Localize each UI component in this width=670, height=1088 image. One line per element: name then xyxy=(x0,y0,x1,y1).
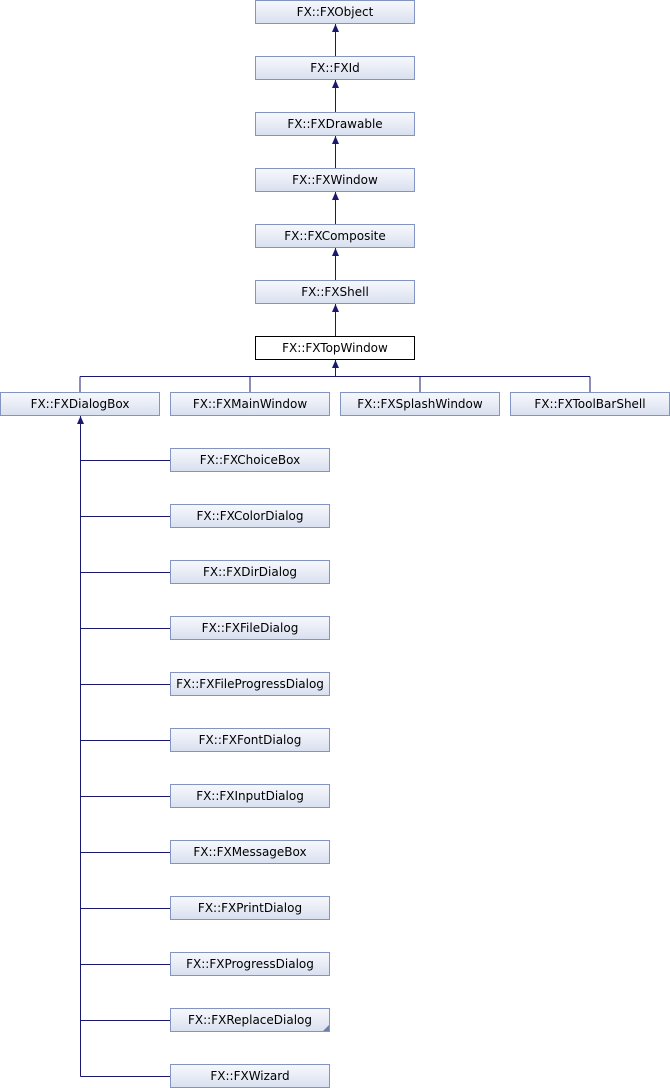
class-node-fxsplashwindow[interactable]: FX::FXSplashWindow xyxy=(340,392,500,416)
class-node-fxwindow[interactable]: FX::FXWindow xyxy=(255,168,415,192)
class-node-fxfiledialog[interactable]: FX::FXFileDialog xyxy=(170,616,330,640)
class-name-label: FX::FXPrintDialog xyxy=(197,901,303,915)
class-name-label: FX::FXToolBarShell xyxy=(534,397,646,411)
inheritance-arrowhead xyxy=(332,80,339,88)
inheritance-arrowhead xyxy=(332,304,339,312)
class-node-fxinputdialog[interactable]: FX::FXInputDialog xyxy=(170,784,330,808)
class-node-fxwizard[interactable]: FX::FXWizard xyxy=(170,1064,330,1088)
class-name-label: FX::FXObject xyxy=(296,5,374,19)
inheritance-arrowhead xyxy=(332,360,339,368)
class-name-label: FX::FXChoiceBox xyxy=(199,453,301,467)
inheritance-arrowhead xyxy=(77,416,84,424)
class-name-label: FX::FXShell xyxy=(301,285,369,299)
class-node-fxmessagebox[interactable]: FX::FXMessageBox xyxy=(170,840,330,864)
inheritance-arrowhead xyxy=(332,192,339,200)
class-name-label: FX::FXFileProgressDialog xyxy=(176,677,324,691)
class-name-label: FX::FXWindow xyxy=(292,173,378,187)
class-node-fxfontdialog[interactable]: FX::FXFontDialog xyxy=(170,728,330,752)
class-name-label: FX::FXFileDialog xyxy=(201,621,299,635)
class-name-label: FX::FXSplashWindow xyxy=(357,397,483,411)
class-node-fxshell[interactable]: FX::FXShell xyxy=(255,280,415,304)
class-node-fxcomposite[interactable]: FX::FXComposite xyxy=(255,224,415,248)
class-name-label: FX::FXWizard xyxy=(210,1069,290,1083)
inheritance-arrowhead xyxy=(332,24,339,32)
class-name-label: FX::FXDirDialog xyxy=(202,565,298,579)
class-name-label: FX::FXMessageBox xyxy=(193,845,307,859)
class-name-label: FX::FXProgressDialog xyxy=(186,957,314,971)
class-node-fxdirdialog[interactable]: FX::FXDirDialog xyxy=(170,560,330,584)
class-node-fxmainwindow[interactable]: FX::FXMainWindow xyxy=(170,392,330,416)
inheritance-arrowhead xyxy=(332,248,339,256)
class-node-fxreplacedialog[interactable]: FX::FXReplaceDialog xyxy=(170,1008,330,1032)
class-name-label: FX::FXFontDialog xyxy=(198,733,302,747)
class-node-fxdrawable[interactable]: FX::FXDrawable xyxy=(255,112,415,136)
class-node-fxdialogbox[interactable]: FX::FXDialogBox xyxy=(0,392,160,416)
class-name-label: FX::FXColorDialog xyxy=(196,509,304,523)
class-node-fxfileprogressdialog[interactable]: FX::FXFileProgressDialog xyxy=(170,672,330,696)
class-name-label: FX::FXComposite xyxy=(284,229,386,243)
class-node-fxtopwindow: FX::FXTopWindow xyxy=(255,336,415,360)
class-name-label: FX::FXMainWindow xyxy=(192,397,308,411)
class-node-fxprintdialog[interactable]: FX::FXPrintDialog xyxy=(170,896,330,920)
class-node-fxcolordialog[interactable]: FX::FXColorDialog xyxy=(170,504,330,528)
class-node-fxid[interactable]: FX::FXId xyxy=(255,56,415,80)
more-subclasses-corner-icon xyxy=(323,1025,329,1031)
class-name-label: FX::FXTopWindow xyxy=(282,341,388,355)
class-node-fxobject[interactable]: FX::FXObject xyxy=(255,0,415,24)
class-node-fxchoicebox[interactable]: FX::FXChoiceBox xyxy=(170,448,330,472)
inheritance-arrowhead xyxy=(332,136,339,144)
class-name-label: FX::FXInputDialog xyxy=(196,789,304,803)
class-name-label: FX::FXId xyxy=(310,61,360,75)
class-node-fxtoolbarshell[interactable]: FX::FXToolBarShell xyxy=(510,392,670,416)
class-name-label: FX::FXReplaceDialog xyxy=(187,1013,313,1027)
class-name-label: FX::FXDialogBox xyxy=(30,397,130,411)
class-node-fxprogressdialog[interactable]: FX::FXProgressDialog xyxy=(170,952,330,976)
class-name-label: FX::FXDrawable xyxy=(287,117,383,131)
